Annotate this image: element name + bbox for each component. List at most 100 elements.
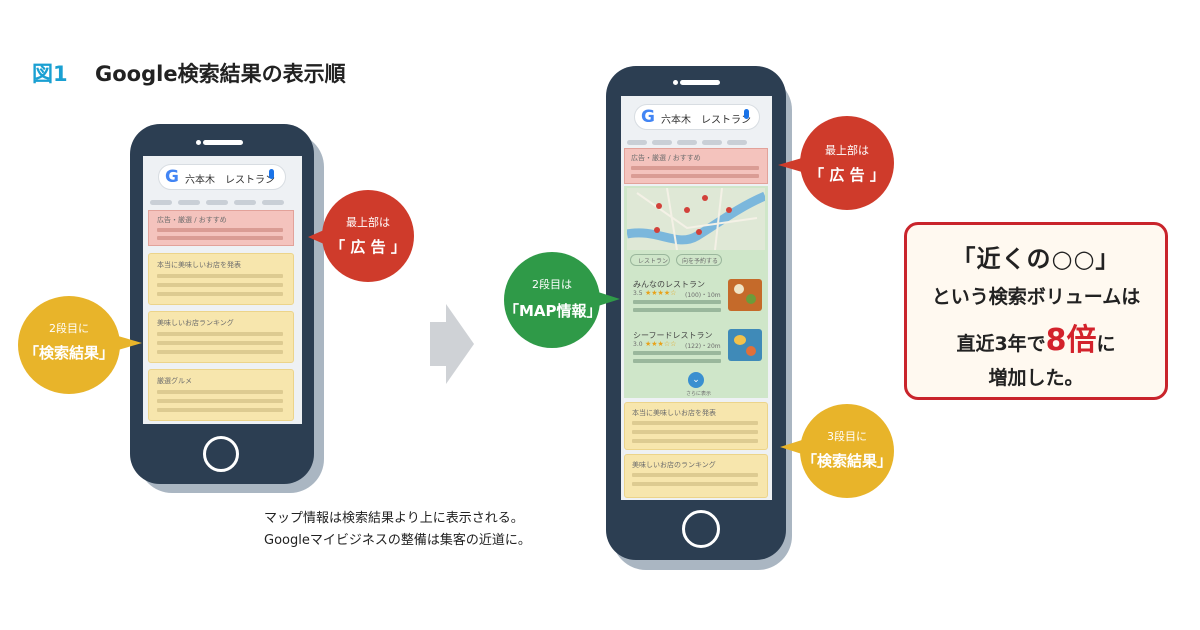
bubble-small: 最上部は	[825, 144, 869, 157]
pill	[150, 200, 172, 205]
pill	[652, 140, 672, 145]
place-photo	[728, 329, 762, 361]
text-line	[157, 390, 283, 394]
place-meta: (100)・10m	[685, 292, 721, 299]
chevron-down-icon[interactable]: ⌄	[688, 372, 704, 388]
bubble-big: 「検索結果」	[801, 452, 892, 470]
search-query: 六本木 レストラン	[185, 175, 275, 186]
bubble-pointer	[780, 440, 802, 454]
photo-detail	[746, 346, 756, 356]
place-meta: (122)・20m	[685, 343, 721, 350]
place-stars: ★★★★☆	[645, 289, 677, 297]
bubble-small: 2段目に	[49, 322, 89, 335]
search-bar	[158, 164, 286, 190]
home-button	[682, 510, 720, 548]
bubble-big: 「 広 告 」	[330, 238, 406, 256]
text-line	[157, 228, 283, 232]
callout-line-3-pre: 直近3年で	[956, 333, 1046, 355]
google-logo-icon: G	[165, 167, 179, 187]
place-photo	[728, 279, 762, 311]
arrow-right-icon	[446, 304, 474, 384]
text-line	[632, 473, 758, 477]
result-title: 本当に美味しいお店を発表	[632, 409, 716, 417]
ad-label: 広告・厳選 / おすすめ	[631, 154, 701, 162]
result-title: 美味しいお店ランキング	[157, 319, 234, 327]
map-chip	[676, 254, 722, 266]
camera	[196, 140, 201, 145]
callout-line-4: 増加した。	[988, 367, 1084, 389]
google-logo-icon: G	[641, 107, 655, 127]
pill	[262, 200, 284, 205]
text-line	[633, 351, 721, 355]
text-line	[631, 174, 759, 178]
camera	[673, 80, 678, 85]
mic-icon	[744, 109, 749, 119]
caption-line-2: Googleマイビジネスの整備は集客の近道に。	[264, 533, 531, 548]
place-name: シーフードレストラン	[633, 331, 713, 340]
text-line	[633, 300, 721, 304]
mic-icon	[269, 169, 274, 179]
text-line	[633, 359, 721, 363]
pill	[702, 140, 722, 145]
text-line	[631, 166, 759, 170]
text-line	[632, 421, 758, 425]
text-line	[632, 430, 758, 434]
home-button	[203, 436, 239, 472]
text-line	[632, 482, 758, 486]
pill	[627, 140, 647, 145]
result-card	[148, 253, 294, 305]
bubble-ad-top: 最上部は 「 広 告 」	[800, 116, 894, 210]
bubble-big: 「 広 告 」	[809, 166, 885, 184]
map-chip-label: レストラン	[638, 258, 669, 265]
bubble-search-results: 2段目に 「検索結果」	[18, 296, 120, 394]
figure-title: Google検索結果の表示順	[95, 62, 346, 86]
arrow-body	[430, 322, 446, 366]
result-card	[148, 311, 294, 363]
result-card	[148, 369, 294, 421]
bubble-pointer	[308, 230, 324, 244]
text-line	[157, 274, 283, 278]
text-line	[157, 399, 283, 403]
text-line	[157, 408, 283, 412]
callout-line-3: 直近3年で8倍に	[907, 315, 1165, 359]
text-line	[157, 350, 283, 354]
bubble-big: 「検索結果」	[23, 344, 114, 362]
photo-detail	[734, 284, 744, 294]
caption-line-1: マップ情報は検索結果より上に表示される。	[264, 511, 524, 526]
text-line	[157, 292, 283, 296]
pill	[234, 200, 256, 205]
callout-line-2: という検索ボリュームは	[931, 286, 1141, 308]
more-label[interactable]: さらに表示	[686, 391, 712, 397]
bubble-big: 「MAP情報」	[504, 302, 602, 320]
text-line	[157, 332, 283, 336]
speaker	[203, 140, 243, 145]
pill	[677, 140, 697, 145]
text-line	[633, 308, 721, 312]
place-name: みんなのレストラン	[633, 280, 705, 289]
ad-label: 広告・厳選 / おすすめ	[157, 216, 227, 224]
search-bar	[634, 104, 760, 130]
search-query: 六本木 レストラン	[661, 115, 751, 126]
text-line	[632, 439, 758, 443]
result-title: 厳選グルメ	[157, 377, 192, 385]
photo-detail	[734, 335, 746, 345]
result-title: 美味しいお店のランキング	[632, 461, 716, 469]
callout-emphasis: 8倍	[1045, 323, 1097, 358]
bubble-small: 3段目に	[827, 430, 867, 443]
text-line	[157, 283, 283, 287]
pill	[178, 200, 200, 205]
photo-detail	[746, 294, 756, 304]
bubble-map: 2段目は 「MAP情報」	[504, 252, 602, 348]
stat-callout: 「近くの○○」 という検索ボリュームは 直近3年で8倍に 増加した。	[904, 222, 1168, 400]
text-line	[157, 341, 283, 345]
figure-number: 図1	[32, 62, 68, 86]
result-title: 本当に美味しいお店を発表	[157, 261, 241, 269]
speaker	[680, 80, 720, 85]
map-chip-label: 向を予約する	[682, 258, 719, 265]
bubble-pointer	[118, 336, 142, 350]
map-chip	[630, 254, 670, 266]
place-stars: ★★★☆☆	[645, 340, 677, 348]
bubble-pointer	[778, 158, 802, 172]
place-rating: 3.5	[633, 290, 643, 297]
pill	[206, 200, 228, 205]
